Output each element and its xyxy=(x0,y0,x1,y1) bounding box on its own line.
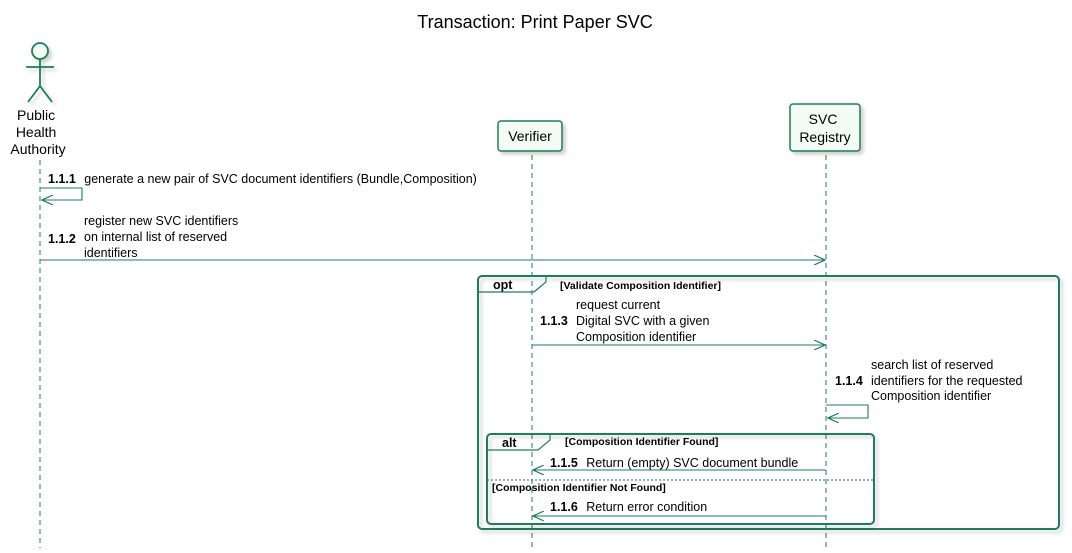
message-text: register new SVC identifiers on internal… xyxy=(84,214,242,260)
message-number: 1.1.4 xyxy=(835,374,863,388)
message-number: 1.1.5 xyxy=(550,456,578,470)
self-arrow xyxy=(40,187,83,200)
message-text: search list of reserved identifiers for … xyxy=(871,358,1026,403)
actor-head-icon xyxy=(31,42,49,60)
message-number: 1.1.6 xyxy=(550,500,578,514)
message-1-1-2: 1.1.2 register new SVC identifiers on in… xyxy=(40,214,825,260)
svg-text:1.1.6 Return error condi: 1.1.6 Return error condition xyxy=(550,498,707,515)
message-text: Return error condition xyxy=(586,500,707,514)
actor-public-health-authority xyxy=(26,42,54,103)
participant-box-svc-registry xyxy=(789,103,861,152)
svg-text:1.1.1 generate a new pai: 1.1.1 generate a new pair of SVC documen… xyxy=(48,170,477,187)
message-1-1-5: 1.1.5 Return (empty) SVC document bundle xyxy=(533,454,826,471)
message-text: generate a new pair of SVC document iden… xyxy=(84,172,477,186)
frame-opt-label: opt xyxy=(493,278,513,292)
frame-alt: alt [Composition Identifier Found] [Comp… xyxy=(486,433,875,525)
frame-alt-tab xyxy=(487,434,551,451)
message-1-1-6: 1.1.6 Return error condition xyxy=(533,498,826,516)
participant-label-verifier: Verifier xyxy=(508,128,552,144)
message-number: 1.1.1 xyxy=(48,172,76,186)
message-1-1-1: 1.1.1 generate a new pair of SVC documen… xyxy=(40,170,477,200)
message-number: 1.1.2 xyxy=(48,232,76,246)
participant-box-verifier xyxy=(497,120,563,152)
message-text: Return (empty) SVC document bundle xyxy=(586,456,798,470)
frame-opt: opt [Validate Composition Identifier] xyxy=(477,275,1060,530)
message-1-1-3: 1.1.3 request current Digital SVC with a… xyxy=(532,298,825,345)
frame-alt-else-guard: [Composition Identifier Not Found] xyxy=(492,482,666,494)
frame-alt-label: alt xyxy=(502,436,517,450)
diagram-title: Transaction: Print Paper SVC xyxy=(417,12,652,32)
frame-opt-guard: [Validate Composition Identifier] xyxy=(560,280,721,292)
frame-alt-guard: [Composition Identifier Found] xyxy=(565,436,718,448)
message-text: request current Digital SVC with a given… xyxy=(576,298,713,344)
self-arrow xyxy=(826,404,869,418)
participant-label-svc-registry: SVC Registry xyxy=(799,111,850,145)
message-1-1-4: 1.1.4 search list of reserved identifier… xyxy=(826,358,1026,418)
participant-label-public-health-authority: Public Health Authority xyxy=(10,107,65,157)
frame-opt-tab xyxy=(478,276,547,293)
frame-opt-border xyxy=(477,275,1060,530)
svg-text:1.1.5 Return (empty) SVC: 1.1.5 Return (empty) SVC document bundle xyxy=(550,454,798,471)
frame-alt-border xyxy=(486,433,875,525)
message-number: 1.1.3 xyxy=(540,314,568,328)
